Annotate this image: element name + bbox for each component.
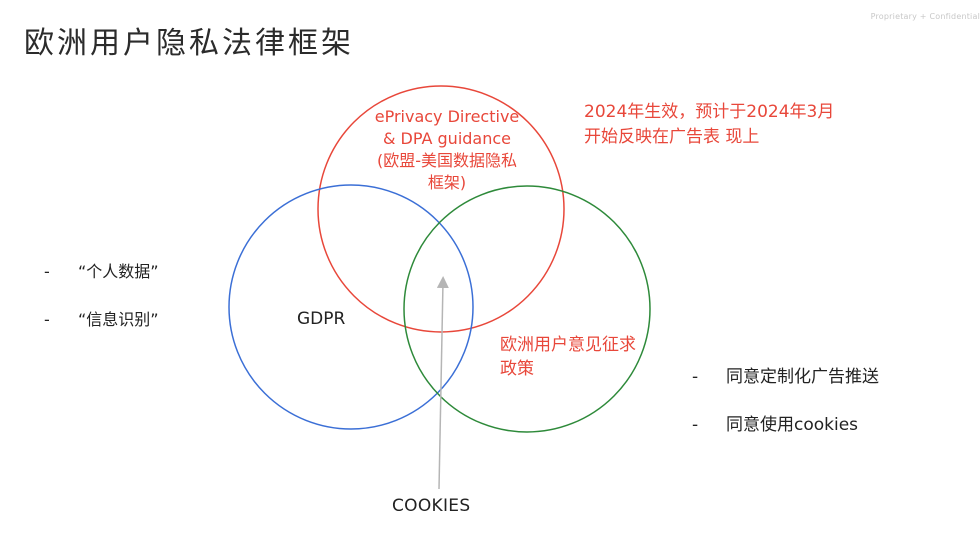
bullet-dash: - bbox=[44, 262, 50, 281]
eprivacy-line-1: ePrivacy Directive bbox=[374, 107, 520, 126]
bullet-dash: - bbox=[692, 367, 699, 387]
list-item: - “信息识别” bbox=[44, 308, 159, 332]
blue-circle bbox=[228, 184, 474, 430]
eprivacy-line-4: 框架) bbox=[427, 173, 467, 192]
cookies-arrow bbox=[436, 276, 449, 490]
right-bullet-list: - 同意定制化广告推送 - 同意使用cookies bbox=[692, 365, 879, 461]
green-circle bbox=[403, 185, 651, 433]
eprivacy-line-2: & DPA guidance bbox=[382, 129, 512, 148]
bullet-dash: - bbox=[44, 310, 50, 329]
note-line-1: 2024年生效，预计于2024年3月 bbox=[584, 102, 835, 122]
consent-policy-label: 欧洲用户意见征求政策 bbox=[500, 335, 636, 379]
bullet-text: “个人数据” bbox=[78, 262, 159, 281]
gdpr-label: GDPR bbox=[297, 309, 346, 329]
list-item: - “个人数据” bbox=[44, 260, 159, 284]
confidential-note: Proprietary + Confidential bbox=[870, 12, 980, 21]
note-line-2: 开始反映在广告表 现上 bbox=[584, 127, 760, 147]
bullet-text: “信息识别” bbox=[78, 310, 159, 329]
slide-title: 欧洲用户隐私法律框架 bbox=[24, 26, 354, 61]
eprivacy-line-3: (欧盟-美国数据隐私 bbox=[376, 151, 518, 170]
red-circle bbox=[317, 85, 565, 333]
bullet-dash: - bbox=[692, 415, 699, 435]
bullet-text: 同意使用cookies bbox=[726, 415, 859, 435]
list-item: - 同意使用cookies bbox=[692, 413, 879, 437]
eprivacy-label: ePrivacy Directive & DPA guidance (欧盟-美国… bbox=[354, 106, 540, 194]
list-item: - 同意定制化广告推送 bbox=[692, 365, 879, 389]
left-bullet-list: - “个人数据” - “信息识别” bbox=[44, 260, 159, 356]
bullet-text: 同意定制化广告推送 bbox=[726, 367, 879, 387]
cookies-label: COOKIES bbox=[392, 496, 471, 516]
effective-date-note: 2024年生效，预计于2024年3月 开始反映在广告表 现上 bbox=[584, 100, 834, 150]
